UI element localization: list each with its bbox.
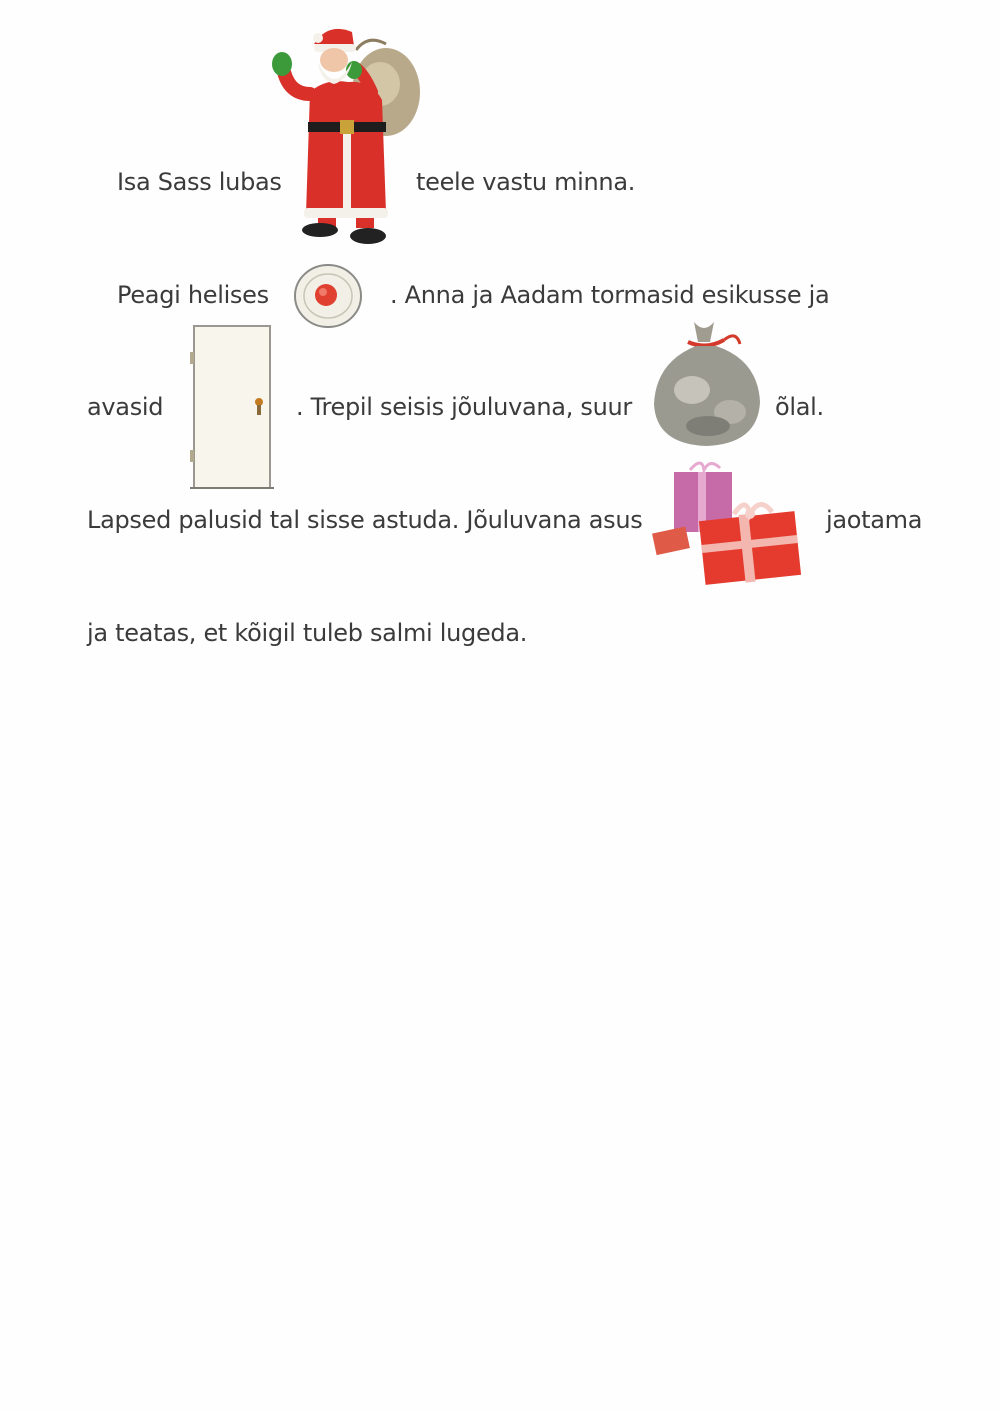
santa-claus-icon	[268, 22, 426, 247]
line2-text-after: . Anna ja Aadam tormasid esikusse ja	[390, 281, 830, 309]
line4-text-before: Lapsed palusid tal sisse astuda. Jõuluva…	[87, 506, 643, 534]
line1-text-before: Isa Sass lubas	[117, 168, 282, 196]
line5-text: ja teatas, et kõigil tuleb salmi lugeda.	[87, 619, 528, 647]
line3-text-before: avasid	[87, 393, 164, 421]
gift-sack-icon	[648, 316, 766, 450]
gift-boxes-icon	[650, 456, 804, 588]
doorbell-icon	[292, 262, 364, 330]
door-icon	[188, 322, 274, 492]
line3-text-after: õlal.	[775, 393, 824, 421]
line2-text-before: Peagi helises	[117, 281, 269, 309]
line1-text-after: teele vastu minna.	[416, 168, 636, 196]
line4-text-after: jaotama	[826, 506, 923, 534]
line3-text-middle: . Trepil seisis jõuluvana, suur	[296, 393, 632, 421]
